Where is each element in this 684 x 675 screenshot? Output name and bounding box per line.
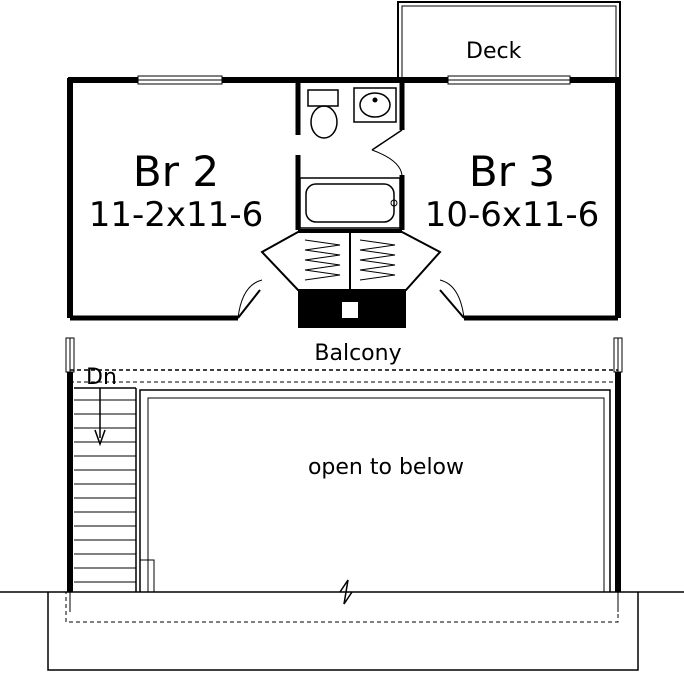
window-deck-door (447, 75, 571, 85)
closets (260, 231, 442, 291)
room-dimensions-br3: 10-6x11-6 (425, 195, 599, 235)
bathroom (295, 80, 405, 231)
sink-counter (353, 87, 397, 123)
chimney (298, 290, 406, 328)
window-right (613, 337, 623, 373)
deck-label: Deck (466, 39, 522, 64)
sink-basin (359, 92, 391, 118)
stair-down-label: Dn (86, 365, 117, 390)
bathtub (299, 177, 401, 229)
toilet-bowl (310, 105, 338, 139)
open-to-below-label: open to below (308, 455, 464, 480)
window-br2 (137, 75, 223, 85)
interior-walls (70, 279, 618, 321)
stair (74, 387, 137, 592)
balcony-outline (70, 369, 618, 383)
open-to-below-rail (139, 389, 611, 593)
base-outline (0, 579, 684, 671)
balcony-label: Balcony (314, 341, 401, 366)
stair-arrow-icon (94, 429, 106, 447)
room-dimensions-br2: 11-2x11-6 (89, 195, 263, 235)
window-left (65, 337, 75, 373)
room-name-br2: Br 2 (133, 147, 219, 196)
room-name-br3: Br 3 (469, 147, 555, 196)
toilet-tank (307, 89, 339, 107)
